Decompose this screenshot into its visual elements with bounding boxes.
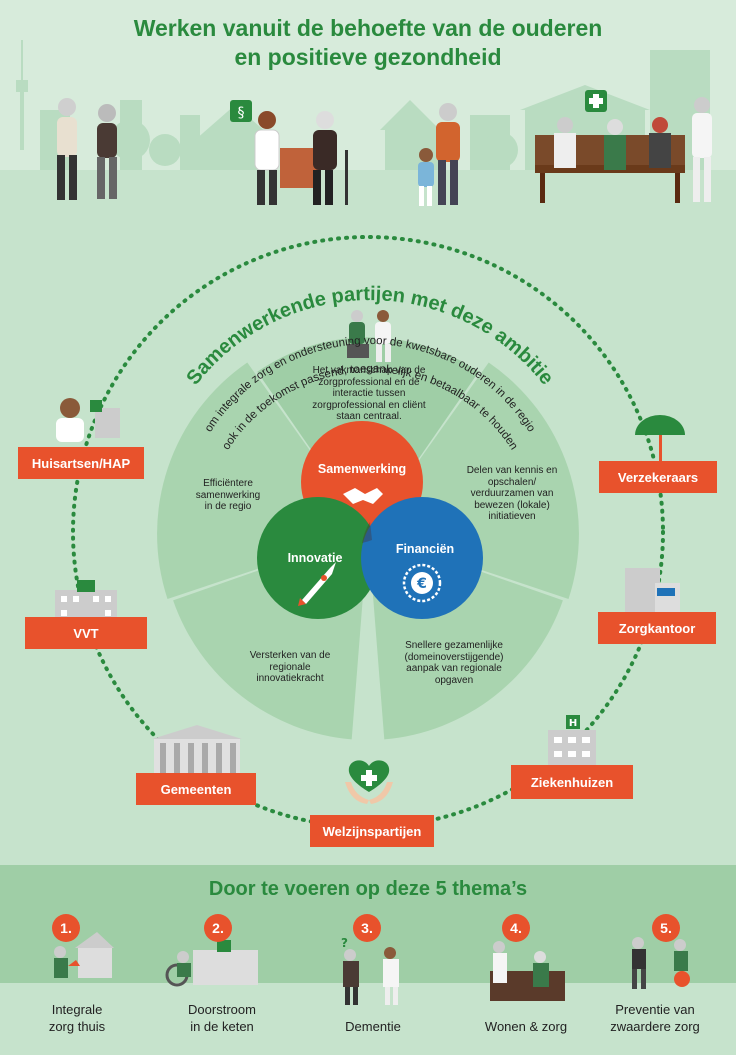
svg-text:H: H: [569, 718, 577, 729]
theme5-illustration: [632, 937, 690, 989]
partner-label-zorgkantoor: Zorgkantoor: [598, 612, 716, 644]
handshake-icon: [343, 488, 383, 504]
sector-bottom-left-text: Versterken van de regionale innovatiekra…: [249, 650, 331, 684]
samenwerking-label: Samenwerking: [317, 462, 407, 476]
svg-text:?: ?: [341, 936, 348, 950]
bench-people-illustration: [535, 90, 712, 203]
elderly-walker-icon: [347, 310, 391, 362]
theme-label-3-line1: Dementie: [345, 1019, 401, 1034]
partner-label-ziekenhuizen: Ziekenhuizen: [511, 765, 633, 799]
themes-background: [0, 865, 736, 1055]
heart-hands-icon: [345, 760, 393, 804]
partner-label-huisartsen: Huisartsen/HAP: [18, 447, 144, 479]
svg-text:€: €: [416, 576, 427, 592]
grandparent-child-illustration: [418, 103, 460, 206]
euro-coin-icon: €: [402, 563, 442, 603]
doctor-icon: [56, 398, 120, 442]
office-building-icon: [625, 568, 680, 613]
theme2-illustration: [165, 940, 258, 987]
partner-label-welzijn: Welzijnspartijen: [310, 815, 434, 847]
theme-label-1: Integrale zorg thuis: [12, 1001, 142, 1035]
overlap-area: [362, 522, 372, 543]
theme-number-3: 3.: [353, 914, 381, 942]
partner-label-vvt: VVT: [25, 617, 147, 649]
theme-label-5-line2: zwaardere zorg: [610, 1019, 700, 1034]
sector-left-text: Efficiëntere samenwerking in de regio: [195, 478, 261, 512]
theme4-illustration: [490, 941, 565, 1001]
theme3-illustration: ?: [341, 936, 399, 1005]
town-hall-icon: [152, 725, 242, 779]
theme-number-4: 4.: [502, 914, 530, 942]
page-title-line2: en positieve gezondheid: [234, 44, 502, 70]
theme-label-1-line2: zorg thuis: [48, 1019, 106, 1034]
partner-label-gemeenten: Gemeenten: [136, 773, 256, 805]
theme-label-3: Dementie: [308, 1018, 438, 1035]
sector-right-text: Delen van kennis en opschalen/ verduurza…: [466, 465, 558, 522]
theme-number-1: 1.: [52, 914, 80, 942]
main-diagram: €: [55, 235, 685, 829]
theme-number-5: 5.: [652, 914, 680, 942]
partner-label-verzekeraars: Verzekeraars: [599, 461, 717, 493]
theme-label-1-line1: Integrale: [51, 1002, 103, 1017]
page-title-line1: Werken vanuit de behoefte van de ouderen: [133, 15, 603, 41]
sector-top-text: Het vakmanschap van de zorgprofessional …: [312, 365, 426, 422]
theme-label-5: Preventie van zwaardere zorg: [590, 1001, 720, 1035]
sector-bottom-right-text: Snellere gezamenlijke (domeinoverstijgen…: [404, 640, 504, 686]
theme-label-4: Wonen & zorg: [461, 1018, 591, 1035]
svg-text:§: §: [238, 105, 245, 121]
doctor-visit-illustration: §: [230, 100, 348, 205]
theme-label-2-line1: Doorstroom: [188, 1002, 256, 1017]
theme-number-2: 2.: [204, 914, 232, 942]
walking-couple-illustration: [57, 98, 117, 200]
theme-label-5-line1: Preventie van: [615, 1002, 695, 1017]
financien-label: Financiën: [395, 542, 455, 556]
umbrella-icon: [635, 415, 685, 470]
theme1-illustration: [54, 932, 114, 978]
theme-label-4-line1: Wonen & zorg: [484, 1019, 568, 1034]
innovatie-label: Innovatie: [287, 551, 343, 565]
circle-financien: [361, 497, 483, 619]
theme-label-2: Doorstroom in de keten: [157, 1001, 287, 1035]
themes-title: Door te voeren op deze 5 thema’s: [208, 878, 528, 900]
circle-innovatie: [257, 497, 379, 619]
theme-label-2-line2: in de keten: [190, 1019, 254, 1034]
rocket-icon: [298, 562, 336, 606]
